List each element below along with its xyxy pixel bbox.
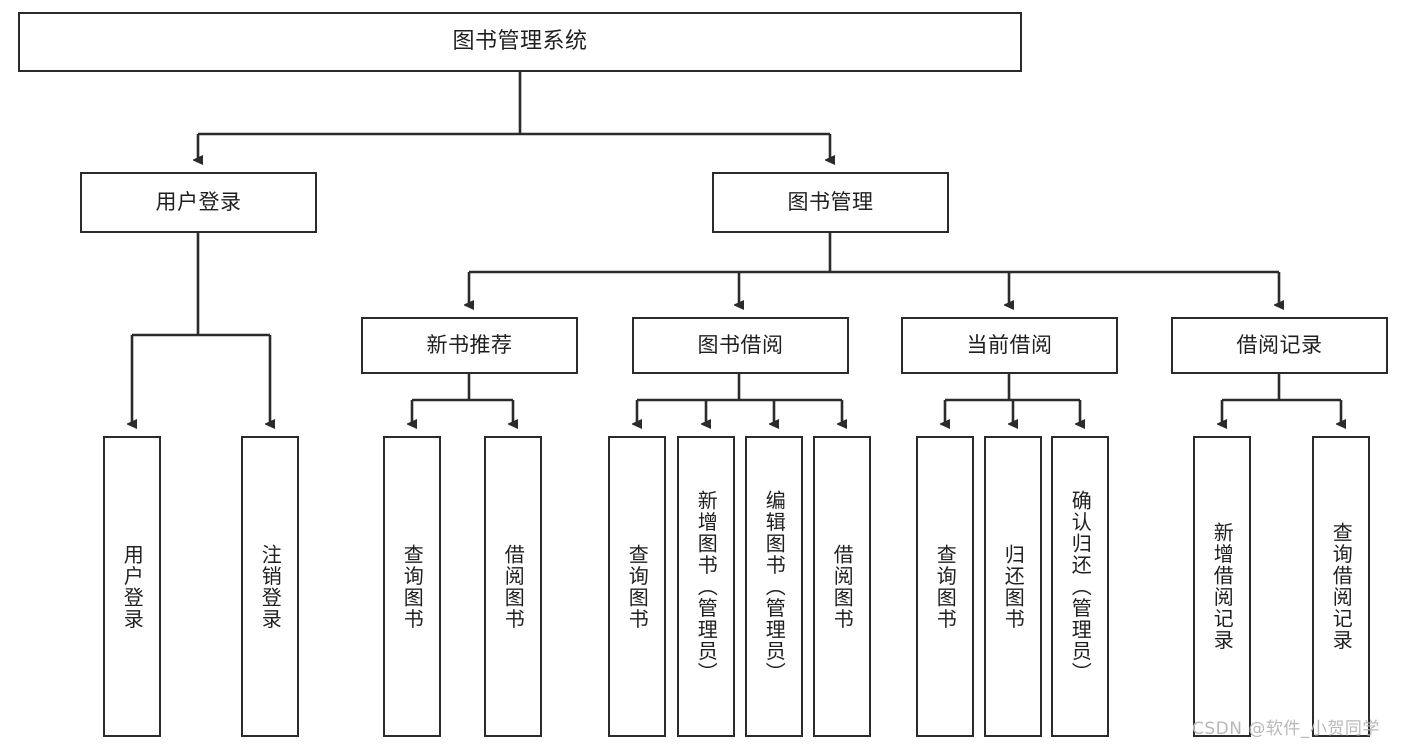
node-current-borrowing[interactable]: 当前借阅 — [901, 317, 1118, 374]
leaf-add-book-admin[interactable]: 新增图书（管理员） — [677, 436, 735, 737]
node-new-book-recommendation[interactable]: 新书推荐 — [361, 317, 578, 374]
leaf-query-books-borrow[interactable]: 查询图书 — [608, 436, 666, 737]
leaf-query-borrow-record[interactable]: 查询借阅记录 — [1312, 436, 1370, 737]
leaf-inner: 用户登录 — [105, 438, 159, 735]
node-root-library-management-system[interactable]: 图书管理系统 — [18, 12, 1022, 72]
leaf-inner: 查询图书 — [610, 438, 664, 735]
node-label: 借阅图书 — [501, 543, 526, 630]
leaf-confirm-return-admin[interactable]: 确认归还（管理员） — [1051, 436, 1109, 737]
leaf-user-login[interactable]: 用户登录 — [103, 436, 161, 737]
node-label: 归还图书 — [1001, 543, 1026, 630]
leaf-logout[interactable]: 注销登录 — [241, 436, 299, 737]
node-borrowing-records[interactable]: 借阅记录 — [1171, 317, 1388, 374]
leaf-query-books-current[interactable]: 查询图书 — [916, 436, 974, 737]
node-label: 编辑图书（管理员） — [762, 489, 787, 684]
node-label: 用户登录 — [155, 190, 242, 215]
node-label: 查询图书 — [933, 543, 958, 630]
node-label: 新书推荐 — [426, 333, 513, 358]
node-label: 新增借阅记录 — [1210, 522, 1235, 651]
node-user-login[interactable]: 用户登录 — [80, 172, 317, 233]
leaf-inner: 查询图书 — [918, 438, 972, 735]
leaf-inner: 注销登录 — [243, 438, 297, 735]
leaf-add-borrow-record[interactable]: 新增借阅记录 — [1193, 436, 1251, 737]
leaf-inner: 查询借阅记录 — [1314, 438, 1368, 735]
node-book-management[interactable]: 图书管理 — [712, 172, 949, 233]
node-label: 查询借阅记录 — [1329, 522, 1354, 651]
leaf-inner: 新增借阅记录 — [1195, 438, 1249, 735]
leaf-edit-book-admin[interactable]: 编辑图书（管理员） — [745, 436, 803, 737]
node-book-borrowing[interactable]: 图书借阅 — [632, 317, 849, 374]
leaf-inner: 新增图书（管理员） — [679, 438, 733, 735]
node-label: 当前借阅 — [966, 333, 1053, 358]
node-label: 用户登录 — [120, 543, 145, 630]
leaf-inner: 查询图书 — [385, 438, 439, 735]
node-label: 新增图书（管理员） — [694, 489, 719, 684]
leaf-inner: 确认归还（管理员） — [1053, 438, 1107, 735]
leaf-return-books[interactable]: 归还图书 — [984, 436, 1042, 737]
leaf-query-books-recommend[interactable]: 查询图书 — [383, 436, 441, 737]
csdn-watermark: CSDN @软件_小贺同学 — [1192, 719, 1380, 739]
leaf-borrow-books-recommend[interactable]: 借阅图书 — [484, 436, 542, 737]
node-label: 图书管理 — [787, 190, 874, 215]
node-label: 查询图书 — [400, 543, 425, 630]
node-label: 图书管理系统 — [452, 29, 588, 55]
leaf-inner: 借阅图书 — [815, 438, 869, 735]
node-label: 借阅图书 — [830, 543, 855, 630]
node-label: 注销登录 — [258, 543, 283, 630]
node-label: 确认归还（管理员） — [1068, 489, 1093, 684]
leaf-inner: 借阅图书 — [486, 438, 540, 735]
node-label: 查询图书 — [625, 543, 650, 630]
leaf-inner: 编辑图书（管理员） — [747, 438, 801, 735]
leaf-inner: 归还图书 — [986, 438, 1040, 735]
node-label: 借阅记录 — [1236, 333, 1323, 358]
node-label: 图书借阅 — [697, 333, 784, 358]
leaf-borrow-books[interactable]: 借阅图书 — [813, 436, 871, 737]
